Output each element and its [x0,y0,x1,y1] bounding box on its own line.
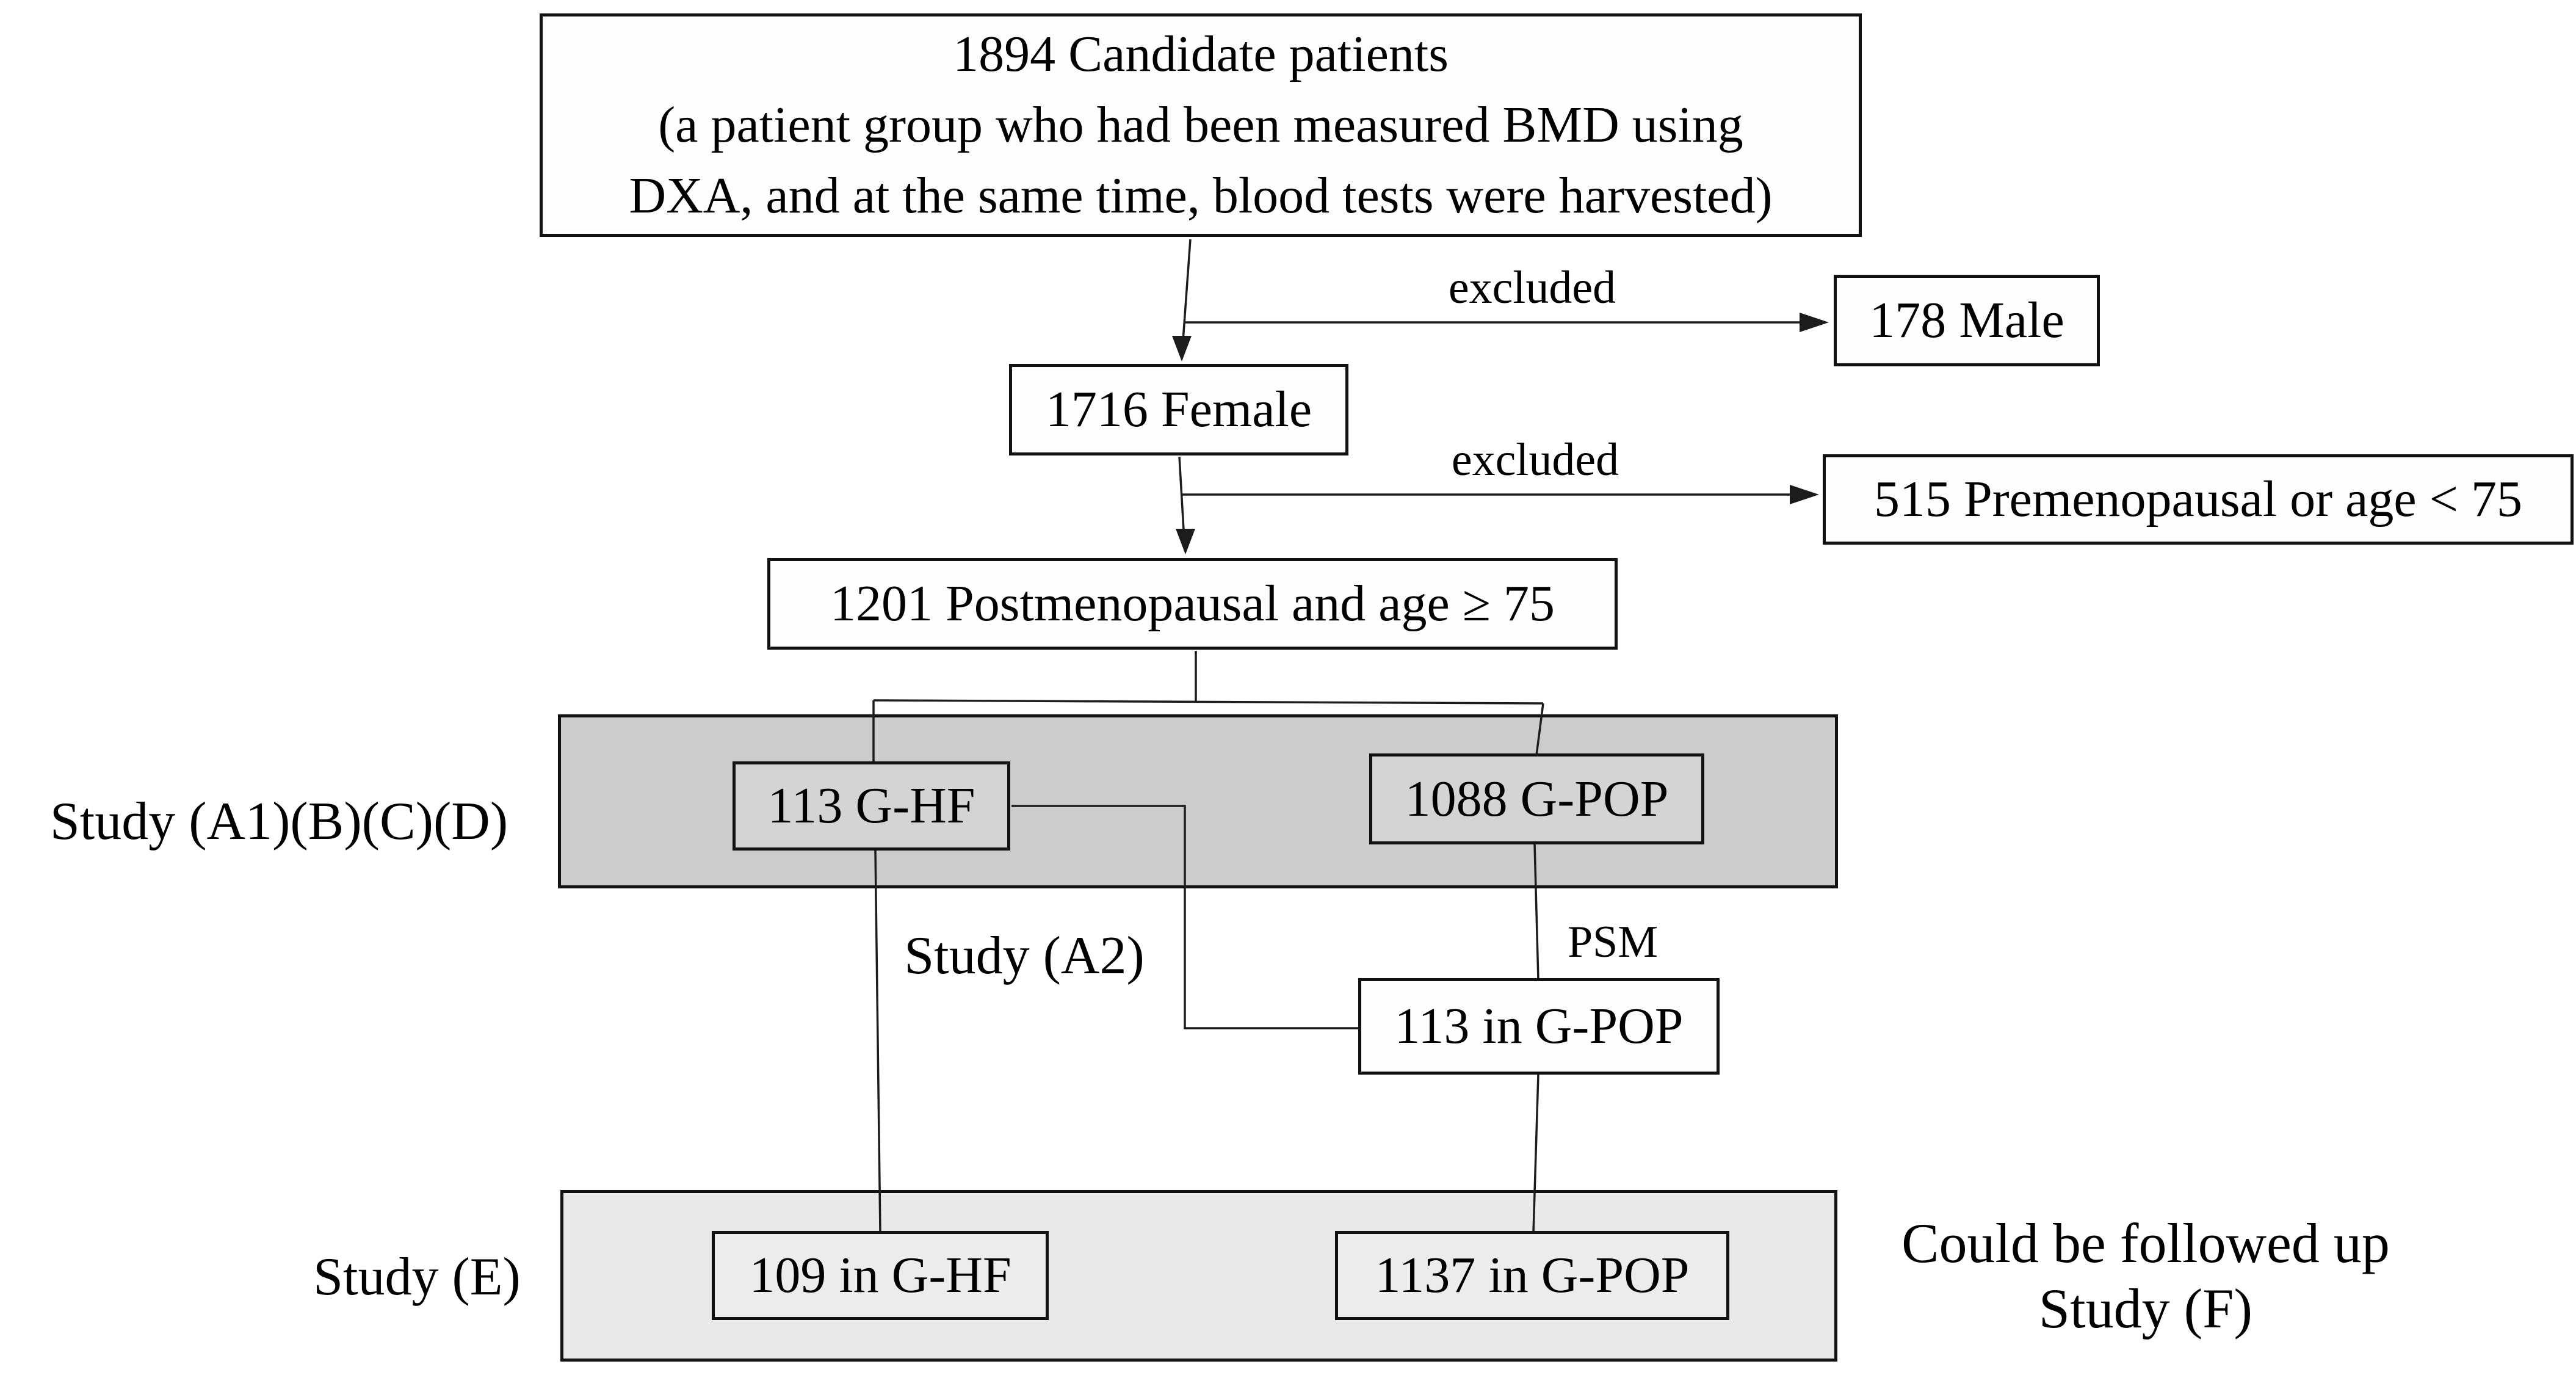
connector-female-postmenopausal [1178,456,1186,551]
label-study-a2: Study (A2) [904,926,1145,985]
node-postmenopausal: 1201 Postmenopausal and age ≥ 75 [767,558,1618,650]
connector-ghf-followup [874,849,881,1233]
node-followup-g-hf: 109 in G-HF [712,1231,1049,1320]
connector-branch-horizontal [873,699,1544,705]
label-study-e: Study (E) [313,1247,521,1307]
node-psm-matched-g-pop: 113 in G-POP [1358,978,1720,1075]
label-study-a1bcd: Study (A1)(B)(C)(D) [49,791,508,851]
node-female: 1716 Female [1009,364,1348,455]
connector-candidates-female [1181,239,1192,358]
node-candidate-patients: 1894 Candidate patients (a patient group… [540,13,1862,237]
node-followup-g-pop: 1137 in G-POP [1335,1231,1729,1320]
arrowhead-postmenopausal [1176,529,1195,554]
arrowhead-male [1800,313,1829,332]
node-excluded-premenopausal: 515 Premenopausal or age < 75 [1823,454,2574,545]
node-g-hf: 113 G-HF [733,761,1010,851]
node-excluded-male: 178 Male [1834,275,2100,366]
node-g-pop: 1088 G-POP [1369,753,1704,844]
label-followup-study-f: Could be followed up Study (F) [1901,1212,2390,1340]
arrowhead-female [1172,336,1192,361]
label-excluded-premenopausal: excluded [1451,434,1619,485]
arrowhead-premenopausal [1790,485,1819,504]
label-excluded-male: excluded [1448,261,1616,313]
label-psm: PSM [1568,917,1659,968]
